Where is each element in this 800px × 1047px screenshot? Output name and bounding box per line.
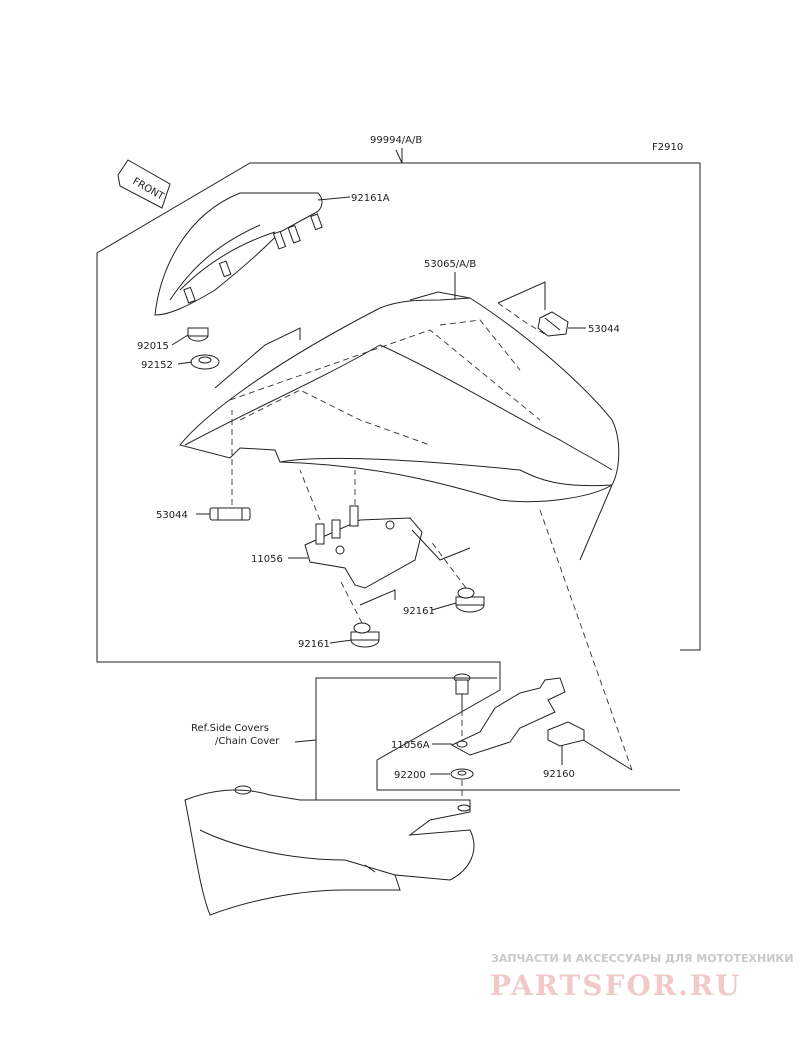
leader-92152	[177, 361, 193, 365]
assembly-frame-left	[96, 162, 680, 791]
label-damper-left: 92161	[298, 639, 330, 650]
label-seat-cover: 53065/A/B	[424, 259, 476, 270]
watermark-line1: ЗАПЧАСТИ И АКСЕССУАРЫ ДЛЯ МОТОТЕХНИКИ	[491, 952, 794, 965]
leader-92161-left	[329, 639, 353, 644]
damper-right-dash	[429, 539, 467, 589]
watermark-line2: PARTSFOR.RU	[490, 969, 742, 1002]
lower-callout-2	[539, 509, 633, 771]
damper-right	[455, 587, 485, 613]
rubber-right	[537, 311, 569, 337]
label-assembly: 99994/A/B	[370, 135, 422, 146]
rubber-right-bracket	[497, 281, 546, 310]
label-damper-right: 92161	[403, 606, 435, 617]
front-arrow-icon: FRONT	[117, 159, 171, 209]
label-nut: 92015	[137, 341, 169, 352]
label-rubber-right: 53044	[588, 324, 620, 335]
bracket-dash-1	[299, 469, 321, 521]
nut	[187, 327, 209, 342]
washer-callout	[214, 327, 301, 389]
lower-callout-3	[579, 737, 633, 771]
assembly-leader-a	[395, 149, 403, 164]
bracket	[304, 505, 423, 589]
side-cover-ref	[184, 785, 475, 916]
label-rubber-left: 53044	[156, 510, 188, 521]
label-ref-line1: Ref.Side Covers	[191, 723, 269, 734]
label-bracket-a: 11056A	[391, 740, 430, 751]
label-pad: 92160	[543, 769, 575, 780]
lower-callout-1	[579, 484, 613, 561]
label-cover-part: 92161A	[351, 193, 390, 204]
label-ref-line2: /Chain Cover	[215, 736, 280, 747]
pad	[547, 721, 585, 747]
bolt	[453, 673, 471, 710]
damper-left-callout	[359, 589, 396, 606]
damper-left-dash	[339, 579, 363, 624]
label-washer2: 92200	[394, 770, 426, 781]
rubber-right-dash	[497, 302, 549, 337]
bracket-a	[450, 677, 566, 756]
rubber-left	[209, 507, 251, 521]
seat-cover	[179, 291, 620, 503]
assembly-frame	[402, 162, 701, 651]
label-bracket: 11056	[251, 554, 283, 565]
label-washer: 92152	[141, 360, 173, 371]
leader-92161-right	[431, 602, 457, 611]
damper-right-callout	[411, 529, 471, 561]
washer	[190, 354, 220, 370]
label-figure-code: F2910	[652, 142, 683, 153]
damper-left	[350, 622, 380, 648]
pillion-cover	[154, 192, 323, 316]
ref-callout	[294, 677, 497, 743]
leader-92015	[171, 334, 189, 346]
washer-2	[450, 768, 474, 780]
leader-92161A	[317, 196, 351, 201]
